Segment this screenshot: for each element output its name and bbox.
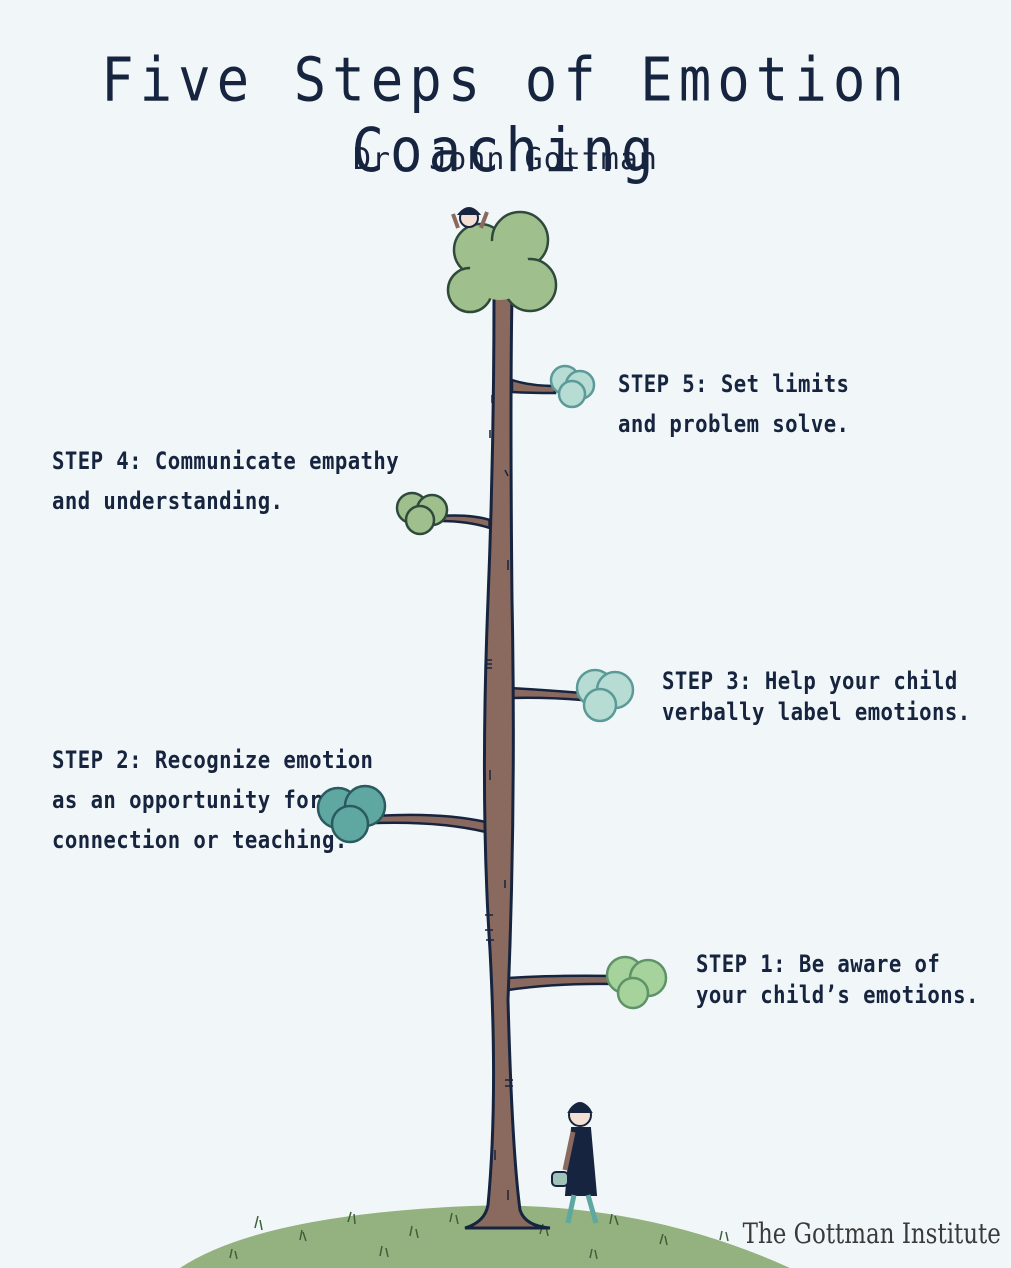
- step-2-label: STEP 2: Recognize emotion as an opportun…: [52, 740, 373, 860]
- step-5-line-1: STEP 5: Set limits: [618, 370, 850, 398]
- leaf-cluster-step1: [605, 955, 668, 1010]
- branches: [373, 378, 617, 992]
- step-5-label: STEP 5: Set limits and problem solve.: [618, 364, 849, 444]
- page-title: Five Steps of Emotion Coaching: [101, 44, 910, 186]
- step-3-label: STEP 3: Help your child verbally label e…: [662, 666, 971, 728]
- branch-step1: [506, 974, 617, 992]
- step-1-line-1: STEP 1: Be aware of: [696, 950, 941, 978]
- child-figure: [451, 207, 489, 229]
- tree-crown: [446, 210, 558, 314]
- leaf-clusters: [316, 364, 668, 1010]
- step-2-line-3: connection or teaching.: [52, 826, 348, 854]
- leaf-cluster-step2: [316, 784, 387, 844]
- step-4-line-1: STEP 4: Communicate empathy: [52, 447, 400, 475]
- gardener-figure: [551, 1102, 599, 1224]
- step-1-label: STEP 1: Be aware of your child’s emotion…: [696, 949, 979, 1011]
- step-3-line-1: STEP 3: Help your child: [662, 667, 958, 695]
- grass-hill: [180, 1205, 790, 1268]
- leaf-cluster-step4: [395, 491, 449, 536]
- branch-step4: [438, 514, 492, 530]
- step-4-label: STEP 4: Communicate empathy and understa…: [52, 441, 399, 521]
- step-2-line-1: STEP 2: Recognize emotion: [52, 746, 374, 774]
- branch-step2: [373, 813, 488, 834]
- step-1-line-2: your child’s emotions.: [696, 981, 979, 1009]
- branch-step3: [508, 686, 584, 702]
- step-3-line-2: verbally label emotions.: [662, 698, 971, 726]
- step-4-line-2: and understanding.: [52, 487, 284, 515]
- leaf-cluster-step5: [549, 364, 596, 409]
- bark-marks: [485, 395, 513, 1200]
- step-2-line-2: as an opportunity for: [52, 786, 322, 814]
- step-5-line-2: and problem solve.: [618, 410, 850, 438]
- branch-step5: [510, 378, 557, 395]
- page-subtitle: Dr. John Gottman: [353, 142, 658, 177]
- brand-logo-text: The Gottman Institute: [742, 1217, 1001, 1250]
- leaf-cluster-step3: [575, 668, 635, 723]
- tree-trunk: [464, 293, 551, 1230]
